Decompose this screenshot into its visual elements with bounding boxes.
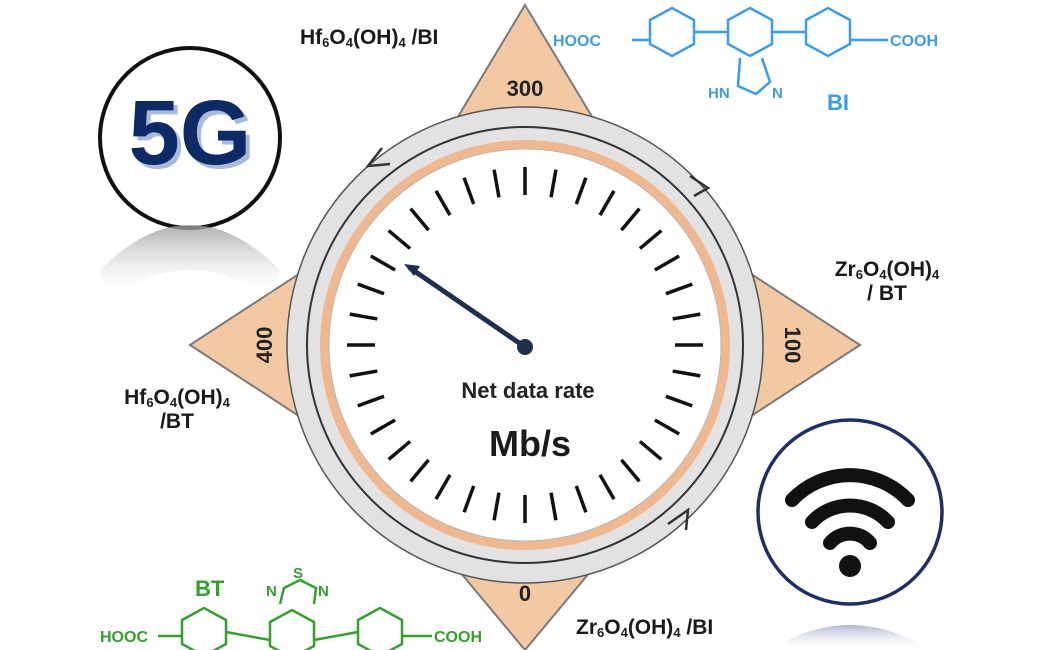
material-label-left: Hf6O4(OH)4 /BT [124, 386, 230, 434]
arrow-ring [306, 126, 744, 564]
scale-label-right: 100 [780, 327, 805, 364]
dial-tick [434, 474, 452, 501]
bt-n2: N [318, 583, 329, 600]
scale-label-left: 400 [252, 327, 277, 364]
dial-tick [574, 485, 588, 513]
ring-arrow-top-left [365, 147, 391, 168]
dial-tick [369, 254, 396, 272]
wifi-icon [785, 468, 915, 550]
dial-tick [665, 282, 693, 296]
dial-tick [598, 189, 616, 216]
dial-tick [665, 394, 693, 408]
bt-left-group: HOOC [100, 629, 148, 646]
gauge-needle-tip [404, 264, 420, 276]
bi-molecule [632, 6, 888, 96]
ring-arrow-bottom-right [667, 507, 690, 531]
dial-tick [549, 169, 558, 198]
dial-tick [387, 229, 412, 250]
dial-tick [387, 440, 412, 461]
dial-tick [638, 229, 663, 250]
material-label-bottom-right: Zr6O4(OH)4 /BI [576, 616, 714, 640]
dial-tick [357, 282, 385, 296]
ring-arrow-top-right [689, 174, 711, 198]
dial-tick [492, 492, 501, 521]
bt-s: S [293, 565, 303, 582]
bt-right-group: COOH [434, 629, 482, 646]
dial-tick [409, 458, 430, 483]
dial-tick [434, 189, 452, 216]
bi-name: BI [827, 90, 849, 115]
dial-tick [620, 207, 641, 232]
dial-tick [654, 254, 681, 272]
gauge-unit: Mb/s [489, 423, 571, 464]
bi-hn: HN [708, 85, 730, 102]
five-g-text: 5G [129, 82, 252, 184]
gauge-needle [407, 265, 528, 350]
gauge-hub [517, 339, 533, 355]
bi-n: N [772, 85, 783, 102]
scale-label-bottom: 0 [519, 581, 531, 606]
bt-name: BT [195, 576, 225, 601]
five-g-text-shadow: 5G [133, 86, 256, 188]
dial-tick [620, 458, 641, 483]
material-label-top-left: Hf6O4(OH)4 /BI [300, 26, 439, 50]
dial-tick [409, 207, 430, 232]
dial-tick [598, 474, 616, 501]
dial-tick [574, 177, 588, 205]
dial-tick [672, 312, 701, 321]
dial-tick [654, 418, 681, 436]
gauge-center-label: Net data rate [461, 378, 594, 403]
dial-tick [462, 485, 476, 513]
wifi-dot [839, 555, 861, 577]
material-label-right: Zr6O4(OH)4 / BT [834, 258, 940, 306]
dial-tick [492, 169, 501, 198]
dial-tick [357, 394, 385, 408]
dial-tick [462, 177, 476, 205]
dial-tick [349, 369, 378, 378]
wifi-reflection [770, 625, 930, 650]
dial-tick [349, 312, 378, 321]
bt-n1: N [266, 583, 277, 600]
dial-tick [672, 369, 701, 378]
dial-tick [369, 418, 396, 436]
bi-right-group: COOH [890, 33, 938, 50]
bt-molecule [158, 578, 432, 650]
dial-ticks [347, 167, 703, 523]
dial-tick [638, 440, 663, 461]
scale-label-top: 300 [507, 76, 544, 101]
dial-tick [549, 492, 558, 521]
bi-left-group: HOOC [553, 33, 601, 50]
five-g-reflection [100, 225, 280, 300]
